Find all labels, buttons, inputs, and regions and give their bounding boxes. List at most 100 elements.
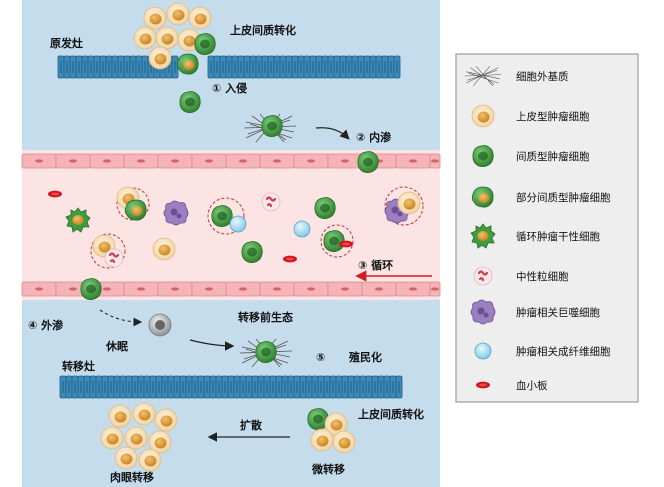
epithelial-cell	[173, 375, 181, 399]
epithelial-cell	[81, 55, 89, 79]
label-primary: 原发灶	[50, 36, 83, 50]
epithelial-cell	[363, 55, 371, 79]
epithelial-cell	[297, 55, 305, 79]
epithelial-cell	[347, 375, 355, 399]
epithelial-cell	[63, 55, 71, 79]
epithelial-cell	[69, 55, 77, 79]
endothelial-cell	[395, 281, 431, 297]
epithelial-cell	[129, 55, 137, 79]
epithelial-cell	[141, 55, 149, 79]
epithelial-tumor-cell-icon	[471, 104, 495, 128]
epithelial-cell	[353, 375, 361, 399]
endothelial-cell	[259, 281, 295, 297]
endothelial-cell	[259, 153, 295, 169]
epithelial-cell	[137, 375, 145, 399]
endothelial-cell	[55, 153, 91, 169]
epithelial-cell	[99, 55, 107, 79]
epithelial-cell	[237, 55, 245, 79]
epithelial-cell	[377, 375, 385, 399]
label-metastatic: 转移灶	[62, 359, 95, 373]
epithelial-cell	[389, 375, 397, 399]
epithelial-cell	[209, 375, 217, 399]
label-step1: ① 入侵	[212, 81, 247, 95]
endothelial-cell	[157, 153, 193, 169]
legend-label-0: 细胞外基质	[516, 70, 569, 83]
endothelial-cell	[191, 281, 227, 297]
epithelial-cell	[219, 55, 227, 79]
epithelial-cell	[71, 375, 79, 399]
primary-epithelium	[57, 55, 401, 79]
epithelial-cell	[317, 375, 325, 399]
metastatic-epithelium	[59, 375, 403, 399]
epithelial-cell	[221, 375, 229, 399]
epithelial-cell	[83, 375, 91, 399]
label-macro: 肉眼转移	[110, 470, 154, 484]
epithelial-cell	[323, 375, 331, 399]
epithelial-cell	[249, 55, 257, 79]
endothelial-cell	[21, 153, 57, 169]
endothelial-cell	[157, 281, 193, 297]
endothelial-cell	[429, 281, 441, 297]
epithelial-cell	[369, 55, 377, 79]
epithelial-cell	[227, 375, 235, 399]
endothelial-cell	[293, 281, 329, 297]
epithelial-cell	[89, 375, 97, 399]
epithelial-cell	[65, 375, 73, 399]
endothelial-cell	[225, 153, 261, 169]
epithelial-cell	[255, 55, 263, 79]
endothelial-cell	[123, 281, 159, 297]
epithelial-cell	[207, 55, 215, 79]
epithelial-cell	[291, 55, 299, 79]
colonizing-cell	[255, 341, 277, 364]
endothelial-cell	[191, 153, 227, 169]
epithelial-cell	[197, 375, 205, 399]
epithelial-cell	[351, 55, 359, 79]
epithelial-cell	[155, 375, 163, 399]
label-premetastatic: 转移前生态	[238, 310, 293, 324]
epithelial-cell	[179, 375, 187, 399]
extravasating-cell	[80, 278, 102, 301]
epithelial-cell	[327, 55, 335, 79]
epithelial-cell	[315, 55, 323, 79]
epithelial-cell	[285, 55, 293, 79]
epithelial-cell	[303, 55, 311, 79]
epithelial-cell	[269, 375, 277, 399]
epithelial-cell	[75, 55, 83, 79]
epithelial-cell	[263, 375, 271, 399]
endothelial-cell	[225, 281, 261, 297]
epithelial-cell	[365, 375, 373, 399]
epithelial-cell	[101, 375, 109, 399]
epithelial-cell	[395, 375, 403, 399]
epithelial-cell	[239, 375, 247, 399]
legend-label-8: 血小板	[516, 379, 548, 392]
epithelial-cell	[233, 375, 241, 399]
epithelial-cell	[59, 375, 67, 399]
label-spread: 扩散	[240, 418, 263, 432]
epithelial-cell	[87, 55, 95, 79]
label-dormancy: 休眠	[105, 339, 128, 353]
endothelial-cell	[395, 153, 431, 169]
label-emt-top: 上皮间质转化	[230, 23, 296, 37]
legend-label-1: 上皮型肿瘤细胞	[516, 110, 590, 123]
endothelial-cell	[21, 281, 57, 297]
epithelial-cell	[311, 375, 319, 399]
endothelial-cell	[293, 153, 329, 169]
endothelial-cell	[429, 153, 441, 169]
epithelial-cell	[383, 375, 391, 399]
epithelial-cell	[257, 375, 265, 399]
epithelial-cell	[203, 375, 211, 399]
circulating-cells	[48, 186, 424, 269]
epithelial-cell	[281, 375, 289, 399]
epithelial-cell	[167, 375, 175, 399]
epithelial-cell	[149, 375, 157, 399]
epithelial-cell	[225, 55, 233, 79]
endothelial-cell	[327, 153, 363, 169]
endothelial-cell	[89, 153, 125, 169]
legend-label-4: 循环肿瘤干性细胞	[516, 230, 600, 243]
epithelial-cell	[261, 55, 269, 79]
epithelial-cell	[171, 55, 179, 79]
label-step3: ③ 循环	[358, 258, 393, 272]
epithelial-cell	[57, 55, 65, 79]
epithelial-cell	[381, 55, 389, 79]
